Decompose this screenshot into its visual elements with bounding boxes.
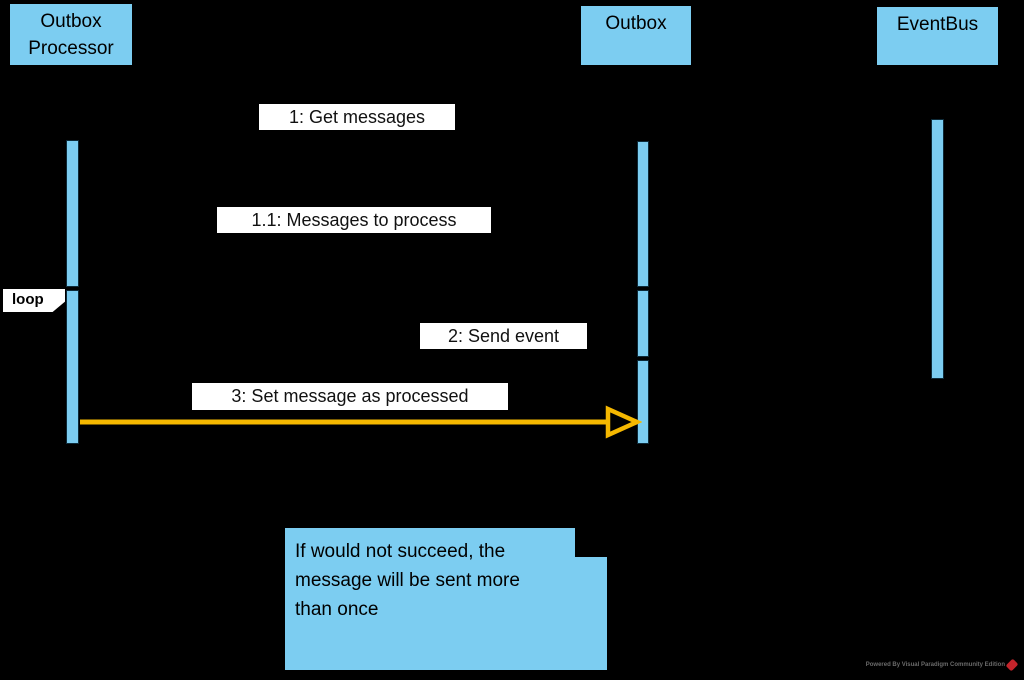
arrow-open-head: [605, 405, 642, 439]
activation-bar-eventbus: [931, 119, 944, 379]
visual-paradigm-logo-icon: [1005, 658, 1019, 672]
participant-eventbus: EventBus: [875, 5, 1000, 67]
participant-outbox-processor-label: Outbox Processor: [28, 11, 114, 59]
loop-fragment-label: loop: [3, 289, 65, 312]
watermark: Powered By Visual Paradigm Community Edi…: [866, 656, 1022, 674]
note-line: than once: [295, 599, 379, 620]
message-label-messages-to-process: 1.1: Messages to process: [217, 207, 491, 233]
participant-outbox: Outbox: [579, 4, 693, 67]
participant-outbox-processor: Outbox Processor: [8, 2, 134, 67]
note-line: message will be sent more: [295, 570, 520, 591]
message-label-set-message-processed: 3: Set message as processed: [192, 383, 508, 410]
activation-bar-outbox-processor-1: [66, 140, 79, 287]
participant-eventbus-label: EventBus: [896, 14, 979, 35]
message-label-get-messages: 1: Get messages: [259, 104, 455, 130]
message-label-send-event: 2: Send event: [420, 323, 587, 349]
activation-bar-outbox-processor-2: [66, 290, 79, 444]
activation-bar-outbox-2: [637, 290, 649, 357]
note-line: If would not succeed, the: [295, 541, 506, 562]
message-arrow-set-processed: [80, 405, 642, 439]
note-box: If would not succeed, the message will b…: [285, 528, 607, 670]
activation-bar-outbox-1: [637, 141, 649, 287]
watermark-text: Powered By Visual Paradigm Community Edi…: [865, 662, 1005, 668]
participant-outbox-label: Outbox: [605, 13, 667, 34]
